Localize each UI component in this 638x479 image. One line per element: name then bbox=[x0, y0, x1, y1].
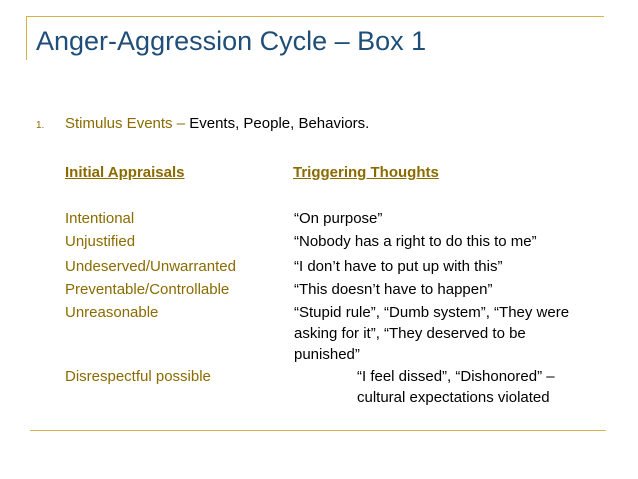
appraisal-undeserved: Undeserved/Unwarranted bbox=[65, 258, 236, 275]
thought-undeserved: “I don’t have to put up with this” bbox=[294, 258, 503, 275]
bottom-rule bbox=[30, 430, 606, 431]
left-rule bbox=[26, 16, 27, 60]
stimulus-label: Stimulus Events – bbox=[65, 115, 186, 132]
stimulus-number: 1. bbox=[36, 120, 45, 131]
stimulus-item: 1. Stimulus Events – Events, People, Beha… bbox=[36, 115, 369, 132]
thought-unjustified: “Nobody has a right to do this to me” bbox=[294, 233, 537, 250]
top-rule bbox=[26, 16, 604, 17]
appraisal-intentional: Intentional bbox=[65, 210, 135, 227]
appraisal-disrespectful: Disrespectful possible bbox=[65, 368, 211, 385]
appraisals-header: Initial Appraisals bbox=[65, 164, 185, 181]
stimulus-value: Events, People, Behaviors. bbox=[185, 115, 370, 132]
appraisal-unreasonable: Unreasonable bbox=[65, 304, 159, 321]
thought-intentional: “On purpose” bbox=[294, 210, 383, 227]
thoughts-header: Triggering Thoughts bbox=[293, 164, 439, 181]
slide-title: Anger-Aggression Cycle – Box 1 bbox=[36, 26, 427, 56]
appraisal-preventable: Preventable/Controllable bbox=[65, 281, 230, 298]
appraisal-unjustified: Unjustified bbox=[65, 233, 136, 250]
thought-disrespectful: “I feel dissed”, “Dishonored” – cultural… bbox=[357, 368, 555, 406]
thought-preventable: “This doesn’t have to happen” bbox=[294, 281, 493, 298]
thought-unreasonable: “Stupid rule”, “Dumb system”, “They were… bbox=[294, 304, 570, 363]
